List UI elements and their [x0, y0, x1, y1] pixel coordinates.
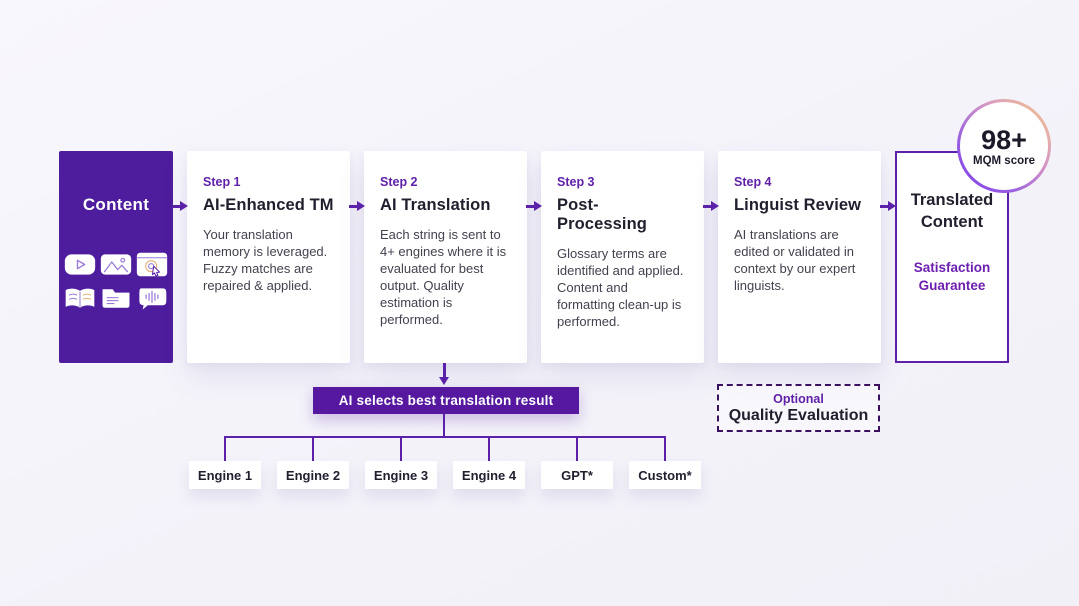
ai-selector-label: AI selects best translation result	[338, 393, 554, 408]
step-label: Step 3	[557, 175, 595, 189]
mqm-score-label: MQM score	[973, 154, 1035, 167]
video-icon	[64, 251, 96, 278]
step-description: Your translation memory is leveraged. Fu…	[203, 227, 328, 293]
step-title: Linguist Review	[734, 196, 862, 214]
step-description: AI translations are edited or validated …	[734, 227, 856, 293]
step-title: AI-Enhanced TM	[203, 196, 334, 214]
step-label: Step 1	[203, 175, 241, 189]
step-card-1: Step 1 AI-Enhanced TM Your translation m…	[187, 151, 350, 363]
optional-label: Optional	[773, 391, 824, 406]
step-description: Each string is sent to 4+ engines where …	[380, 227, 507, 327]
quality-evaluation-title: Quality Evaluation	[728, 406, 869, 424]
web-click-icon	[136, 251, 168, 278]
connector-drop	[312, 436, 314, 462]
step-card-4: Step 4 Linguist Review AI translations a…	[718, 151, 881, 363]
optional-quality-evaluation-box: Optional Quality Evaluation	[717, 384, 880, 432]
step-label: Step 2	[380, 175, 418, 189]
image-icon	[100, 251, 132, 278]
audio-message-icon	[136, 285, 168, 312]
arrow-step1-to-step2	[349, 201, 365, 211]
connector-crossbar	[224, 436, 666, 438]
step-label: Step 4	[734, 175, 772, 189]
engine-box-4: Engine 4	[453, 461, 525, 489]
connector-drop	[488, 436, 490, 462]
content-source-box: Content	[59, 151, 173, 363]
engine-box-2: Engine 2	[277, 461, 349, 489]
content-title: Content	[82, 195, 150, 214]
book-icon	[64, 285, 96, 312]
arrow-content-to-step1	[172, 201, 188, 211]
translated-content-title: Translated Content	[910, 191, 994, 231]
ai-selector-bar: AI selects best translation result	[313, 387, 579, 414]
connector-stem	[443, 414, 445, 438]
step-card-2: Step 2 AI Translation Each string is sen…	[364, 151, 527, 363]
content-type-icons	[64, 251, 168, 312]
step-title: AI Translation	[380, 196, 491, 214]
engine-box-custom: Custom*	[629, 461, 701, 489]
step-description: Glossary terms are identified and applie…	[557, 246, 684, 329]
mqm-score-badge: 98+ MQM score	[957, 99, 1051, 193]
engine-box-gpt: GPT*	[541, 461, 613, 489]
step-card-3: Step 3 Post-Processing Glossary terms ar…	[541, 151, 704, 363]
arrow-step2-to-selector	[439, 363, 449, 385]
connector-drop	[576, 436, 578, 462]
engine-box-1: Engine 1	[189, 461, 261, 489]
arrow-step2-to-step3	[526, 201, 542, 211]
translated-content-box: Translated Content Satisfaction Guarante…	[895, 151, 1009, 363]
mqm-score-value: 98+	[981, 124, 1027, 155]
satisfaction-guarantee-label: Satisfaction Guarantee	[913, 260, 991, 293]
engine-box-3: Engine 3	[365, 461, 437, 489]
folder-icon	[100, 285, 132, 312]
arrow-step3-to-step4	[703, 201, 719, 211]
step-title: Post-Processing	[557, 196, 647, 233]
connector-drop	[400, 436, 402, 462]
connector-drop	[664, 436, 666, 462]
arrow-step4-to-translated	[880, 201, 896, 211]
connector-drop	[224, 436, 226, 462]
